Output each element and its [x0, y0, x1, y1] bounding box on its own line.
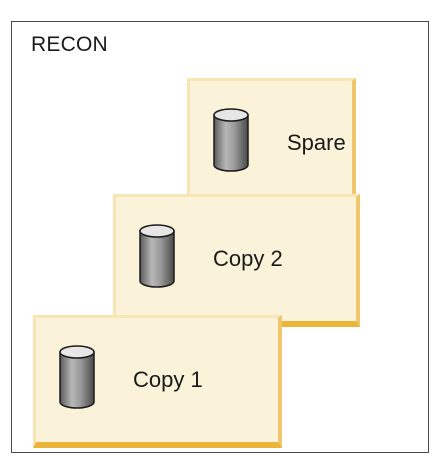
card-spare: Spare: [187, 78, 356, 211]
card-label-spare: Spare: [287, 130, 346, 155]
card-label-copy-1: Copy 1: [133, 367, 203, 392]
database-cylinder-icon: [138, 223, 176, 289]
card-copy-2: Copy 2: [113, 194, 360, 327]
card-label-copy-2: Copy 2: [213, 246, 283, 271]
database-cylinder-icon: [212, 107, 250, 173]
card-copy-1: Copy 1: [33, 315, 282, 448]
frame-title: RECON: [31, 33, 108, 56]
database-cylinder-icon: [58, 344, 96, 410]
recon-frame: RECON Spare: [11, 21, 429, 453]
